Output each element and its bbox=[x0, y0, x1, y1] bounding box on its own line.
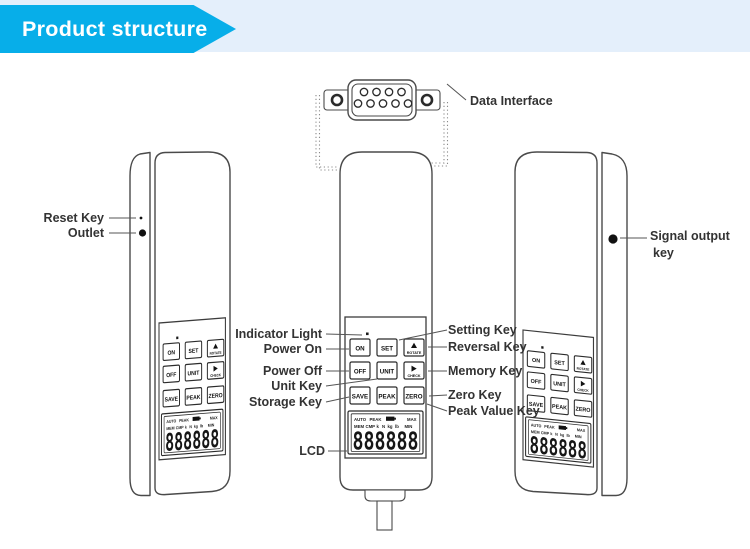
label-signal-output: Signal output bbox=[650, 229, 731, 243]
label-signal-output-2: key bbox=[653, 246, 674, 260]
measuring-shaft bbox=[376, 500, 393, 531]
shaft-collar bbox=[364, 489, 406, 502]
reset-key-dot bbox=[139, 216, 143, 220]
front-view bbox=[339, 151, 433, 531]
connector-dotted-lines bbox=[315, 95, 449, 171]
right-screw-hole bbox=[420, 93, 434, 107]
label-unit-key: Unit Key bbox=[271, 379, 322, 393]
callout-lines bbox=[109, 83, 647, 452]
outlet-dot bbox=[138, 229, 147, 237]
label-memory-key: Memory Key bbox=[448, 364, 522, 378]
label-indicator-light: Indicator Light bbox=[235, 327, 323, 341]
signal-output-dot bbox=[608, 234, 618, 244]
label-reset-key: Reset Key bbox=[44, 211, 104, 225]
connector-pins bbox=[353, 87, 413, 108]
label-zero-key: Zero Key bbox=[448, 388, 502, 402]
label-peak-value-key: Peak Value Key bbox=[448, 404, 540, 418]
section-banner: Product structure bbox=[0, 5, 236, 53]
left-screw-hole bbox=[330, 93, 344, 107]
right-side-view bbox=[514, 151, 628, 497]
label-lcd: LCD bbox=[299, 444, 325, 458]
label-storage-key: Storage Key bbox=[249, 395, 322, 409]
section-title: Product structure bbox=[22, 16, 208, 41]
label-reversal-key: Reversal Key bbox=[448, 340, 527, 354]
callout-labels: Data Interface Reset Key Outlet Signal o… bbox=[44, 94, 731, 458]
label-outlet: Outlet bbox=[68, 226, 105, 240]
label-data-interface: Data Interface bbox=[470, 94, 553, 108]
label-setting-key: Setting Key bbox=[448, 323, 517, 337]
label-power-off: Power Off bbox=[263, 364, 323, 378]
data-interface-connector bbox=[323, 79, 441, 121]
left-side-view bbox=[129, 151, 231, 497]
label-power-on: Power On bbox=[264, 342, 322, 356]
